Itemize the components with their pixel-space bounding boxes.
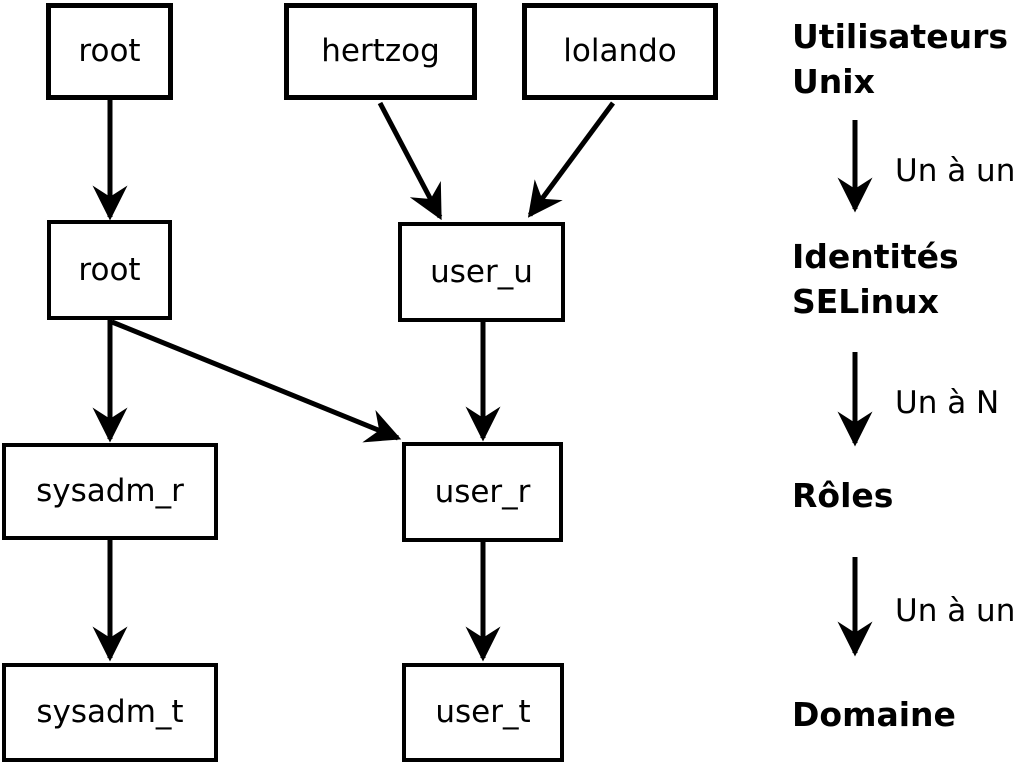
node-domain-sysadm-t: sysadm_t (2, 663, 218, 762)
node-unix-user-root: root (46, 3, 173, 100)
edge-lolando-to-useru-arrow (527, 101, 616, 218)
node-unix-user-lolando: lolando (522, 3, 718, 100)
node-label: user_t (435, 694, 531, 730)
node-domain-user-t: user_t (402, 663, 564, 762)
node-label: sysadm_r (36, 473, 184, 509)
node-unix-user-hertzog: hertzog (284, 3, 477, 100)
legend-line: Unix (792, 62, 875, 101)
node-selinux-identity-root: root (47, 220, 172, 320)
node-label: sysadm_t (36, 694, 184, 730)
node-selinux-identity-user-u: user_u (398, 222, 565, 322)
legend-domain-title: Domaine (792, 695, 956, 734)
legend-relation-one-to-n: Un à N (895, 385, 1000, 421)
node-label: root (78, 33, 141, 69)
legend-line: Identités (792, 237, 959, 276)
legend-relation-one-to-one-1: Un à un (895, 153, 1016, 189)
legend-unix-users-title: Utilisateurs Unix (792, 14, 1008, 104)
legend-relation-one-to-one-2: Un à un (895, 593, 1016, 629)
legend-selinux-identities-title: Identités SELinux (792, 234, 959, 324)
node-label: lolando (563, 33, 677, 69)
node-label: user_u (430, 253, 533, 290)
edge-selinuxroot-to-userr-arrow (111, 319, 402, 443)
node-label: user_r (434, 473, 531, 510)
legend-line: SELinux (792, 282, 939, 321)
node-role-sysadm-r: sysadm_r (2, 443, 218, 540)
legend-roles-title: Rôles (792, 476, 894, 515)
edge-hertzog-to-useru-arrow (377, 101, 443, 221)
legend-line: Utilisateurs (792, 17, 1008, 56)
node-role-user-r: user_r (402, 442, 563, 542)
node-label: root (78, 251, 141, 288)
node-label: hertzog (321, 33, 440, 69)
